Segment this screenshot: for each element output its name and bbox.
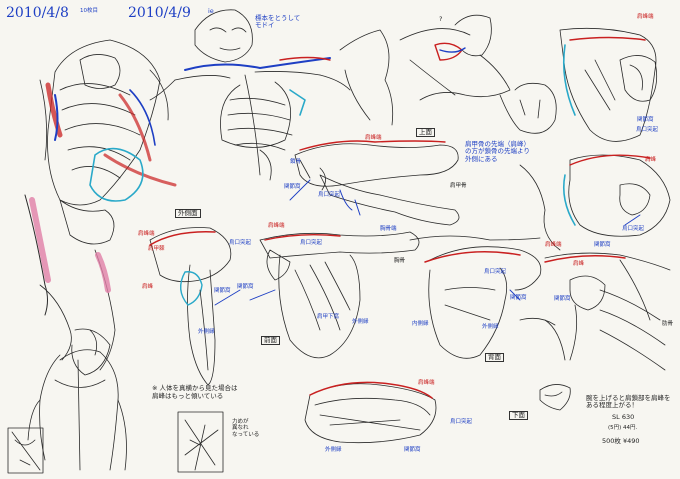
label-coracoid-tr: 烏口突起 <box>636 127 659 133</box>
question-mark: ? <box>439 15 443 23</box>
raise-note: 腕を上げると肩鎖部を肩峰を ある程度上がる！ <box>586 394 671 410</box>
label-sternal-end-front: 胸骨端 <box>380 226 397 232</box>
head-shoulder-sketch <box>419 14 557 134</box>
skeleton-torso-sketch <box>24 39 177 376</box>
measure-1: SL 630 <box>612 413 635 421</box>
label-glenoid-tr: 関節窩 <box>637 117 654 123</box>
drawing-note: 力めが 異なれ なっている <box>232 419 260 438</box>
date-2-note: ie <box>208 7 214 15</box>
label-coracoid-bottom: 烏口突起 <box>450 419 473 425</box>
view-label-back: 背面 <box>485 353 504 362</box>
label-spine-side: 肩甲棘 <box>148 246 165 252</box>
label-clavicle-top: 鎖骨 <box>290 159 302 165</box>
label-scapula-top: 肩甲骨 <box>450 183 467 189</box>
label-lateral-margin-front: 外側縁 <box>352 319 369 325</box>
label-glenoid-bottom: 関節窩 <box>404 447 421 453</box>
human-bend-note: ※ 人体を真横から見た場合は 肩峰はもっと傾いている <box>152 384 238 400</box>
view-label-front: 前面 <box>261 336 280 345</box>
label-acromion-bottom: 肩峰端 <box>418 380 435 386</box>
shoulder-joint-ribs-sketch <box>519 252 671 371</box>
scapula-lateral-sketch <box>149 227 232 386</box>
view-label-bottom: 下面 <box>509 411 528 420</box>
label-inner-margin-back: 内側縁 <box>412 321 429 327</box>
clavicle-top-sketch <box>294 140 460 226</box>
label-outer-margin-bottom: 外側縁 <box>325 447 342 453</box>
skeleton-front-sketch <box>149 9 351 181</box>
label-acromion-front: 肩峰端 <box>268 223 285 229</box>
label-sternum-front: 胸骨 <box>394 258 406 264</box>
label-coracoid-back: 烏口突起 <box>484 269 507 275</box>
label-glenoid-top: 関節窩 <box>284 184 301 190</box>
measure-2: (5円) 44円. <box>608 425 638 431</box>
label-acromion-top: 肩峰端 <box>365 135 382 141</box>
label-coracoid-front: 烏口突起 <box>300 240 323 246</box>
annotation-arrows <box>214 179 641 306</box>
label-acromion-tr: 肩峰端 <box>637 14 654 20</box>
small-scapula-sketch <box>539 384 571 411</box>
label-outer-margin-side: 外側縁 <box>198 329 215 335</box>
scapula-top-right-sketch <box>559 27 658 142</box>
label-acromion-r: 肩峰 <box>645 157 657 163</box>
label-subscap-front: 肩甲下窩 <box>317 314 340 320</box>
back-figure-sketch <box>27 329 127 471</box>
shoulder-closeup-sketch <box>519 154 671 251</box>
label-acromion-back: 肩峰端 <box>545 242 562 248</box>
label-glenoid-rib: 関節窩 <box>554 296 571 302</box>
label-coracoid-r: 烏口突起 <box>622 226 645 232</box>
measure-3: 500枚 ¥490 <box>602 437 640 445</box>
date-1-note: 10枚目 <box>80 8 98 14</box>
label-glenoid-side: 関節窩 <box>214 288 231 294</box>
date-1: 2010/4/8 <box>6 5 69 21</box>
label-glenoid-front: 関節窩 <box>237 284 254 290</box>
date-2: 2010/4/9 <box>128 5 191 21</box>
scapula-back-sketch <box>409 235 542 359</box>
mini-thumbnail-sketches <box>7 411 224 474</box>
label-glenoid-r: 関節窩 <box>594 242 611 248</box>
label-spine-side-2: 肩峰 <box>142 284 154 290</box>
view-label-top: 上面 <box>416 128 435 137</box>
acromion-note: 肩甲骨の先端（肩峰） の方が鎖骨の先端より 外側にある <box>465 140 530 163</box>
model-note: 標本をとうして モドイ <box>255 14 301 30</box>
neck-figure-sketch <box>339 28 471 126</box>
view-label-side: 外側面 <box>175 209 201 218</box>
label-acromion-back-2: 肩峰 <box>573 261 585 267</box>
label-rib: 肋骨 <box>662 321 674 327</box>
scapula-front-sketch <box>259 231 420 359</box>
scapula-bottom-sketch <box>304 381 437 444</box>
label-coracoid-top: 烏口突起 <box>318 192 341 198</box>
label-coracoid-side: 烏口突起 <box>229 240 252 246</box>
label-glenoid-back: 関節窩 <box>510 295 527 301</box>
label-outer-margin-back: 外側縁 <box>482 324 499 330</box>
label-acromion-side: 肩峰端 <box>138 231 155 237</box>
